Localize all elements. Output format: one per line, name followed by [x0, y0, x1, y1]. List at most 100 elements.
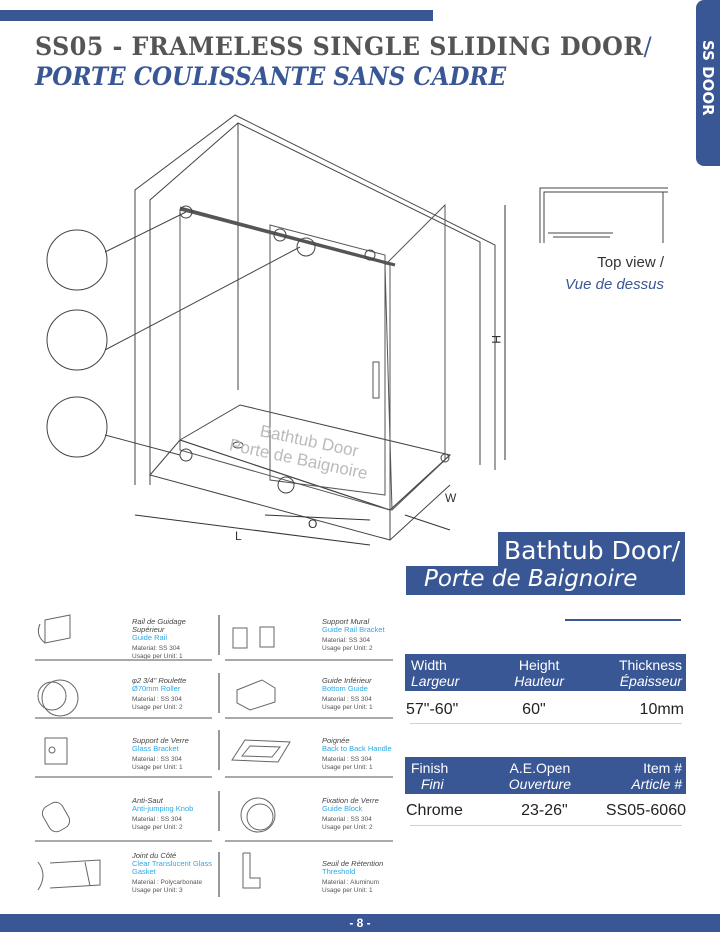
- part-name-en: Guide Rail Bracket: [322, 625, 385, 634]
- part-usage: Usage per Unit: 2: [322, 645, 373, 652]
- part-name-fr: Poignée: [322, 736, 350, 745]
- header-fr: Ouverture: [508, 776, 572, 792]
- part-usage: Usage per Unit: 2: [322, 824, 373, 831]
- header-en: Finish: [411, 760, 449, 776]
- top-view-diagram: [539, 187, 668, 243]
- row-underline: [410, 723, 682, 724]
- page-title-fr: PORTE COULISSANTE SANS CADRE: [35, 62, 507, 91]
- footer-bar: - 8 -: [0, 914, 720, 932]
- divider: [218, 791, 220, 831]
- header-fr: Largeur: [411, 673, 460, 689]
- header-en: Thickness: [618, 657, 682, 673]
- dim-o-label: O: [308, 517, 317, 531]
- rollers: [179, 205, 450, 494]
- part-material: Material : SS 304: [132, 696, 182, 703]
- part-usage: Usage per Unit: 1: [322, 704, 373, 711]
- part-name-en: Ø70mm Roller: [132, 684, 181, 693]
- part-name-en: Threshold: [322, 867, 356, 876]
- part-illustrations: [37, 614, 291, 891]
- row-underline: [410, 825, 682, 826]
- dimension-lines: [134, 205, 506, 546]
- part-material: Material : SS 304: [322, 816, 372, 823]
- divider: [35, 659, 212, 661]
- thickness-value: 10mm: [639, 701, 684, 718]
- category-label-en: Bathtub Door/: [498, 532, 685, 568]
- part-name-en: Guide Rail: [132, 633, 168, 642]
- part-name-fr: Seuil de Rétention: [322, 859, 384, 868]
- divider: [218, 852, 220, 897]
- part-name-en: Bottom Guide: [322, 684, 368, 693]
- top-view-label-en: Top view /: [597, 254, 664, 271]
- section-tab-label: SS DOOR: [699, 40, 717, 116]
- title-en: SS05 - FRAMELESS SINGLE SLIDING DOOR: [35, 32, 644, 61]
- dim-l-label: L: [235, 529, 242, 543]
- divider: [225, 776, 393, 778]
- anti-jumping-knob-icon: [41, 801, 71, 833]
- part-usage: Usage per Unit: 1: [132, 653, 183, 660]
- header-fr: Épaisseur: [619, 673, 682, 689]
- glass-gasket-icon: [37, 859, 101, 891]
- bottom-guide-icon: [236, 679, 276, 711]
- part-name-en: Anti-jumping Knob: [132, 804, 194, 813]
- glass-bracket-icon: [44, 737, 68, 765]
- part-name-fr: Fixation de Verre: [322, 796, 379, 805]
- header-fr: Article #: [631, 776, 682, 792]
- part-usage: Usage per Unit: 1: [132, 764, 183, 771]
- part-usage: Usage per Unit: 1: [322, 887, 373, 894]
- part-name-en: Glass Bracket: [132, 744, 179, 753]
- title-slash: /: [643, 32, 653, 61]
- divider: [35, 776, 212, 778]
- part-usage: Usage per Unit: 1: [322, 764, 373, 771]
- part-name-fr: Support de Verre: [132, 736, 189, 745]
- wall-outline: [134, 114, 496, 485]
- part-material: Material: SS 304: [132, 645, 181, 652]
- glass-panels: [179, 203, 446, 512]
- top-accent-bar: [0, 10, 433, 21]
- part-name-en: Guide Block: [322, 804, 363, 813]
- part-name-en: Back to Back Handle: [322, 744, 392, 753]
- part-usage: Usage per Unit: 2: [132, 704, 183, 711]
- part-material: Material : SS 304: [132, 816, 182, 823]
- part-name-fr: Anti-Saut: [132, 796, 163, 805]
- part-material: Material : SS 304: [132, 756, 182, 763]
- section-tab: SS DOOR: [696, 0, 720, 166]
- divider: [35, 840, 212, 842]
- part-name-fr: Joint du Côté: [132, 851, 177, 860]
- shower-diagram: H W L O Bathtub Door Porte de Baignoire: [46, 114, 506, 546]
- header-en: A.E.Open: [509, 760, 571, 776]
- col-item: Item #Article #: [631, 760, 682, 794]
- page-number: - 8 -: [349, 916, 371, 930]
- divider: [35, 717, 212, 719]
- part-material: Material : SS 304: [322, 756, 372, 763]
- divider: [225, 717, 393, 719]
- part-usage: Usage per Unit: 2: [132, 824, 183, 831]
- divider: [565, 619, 681, 621]
- divider: [218, 673, 220, 713]
- guide-rail-bracket-icon: [232, 626, 275, 649]
- threshold-icon: [242, 852, 261, 889]
- item-value: SS05-6060: [605, 802, 686, 819]
- page-title: SS05 - FRAMELESS SINGLE SLIDING DOOR/: [35, 32, 652, 61]
- guide-block-icon: [240, 797, 276, 833]
- divider: [218, 615, 220, 655]
- part-name-fr: φ2 3/4" Roulette: [132, 676, 187, 685]
- header-fr: Fini: [421, 776, 444, 792]
- spec-table-1-row: 57"-60" 60" 10mm: [406, 701, 686, 719]
- spec-table-2-row: Chrome 23-26" SS05-6060: [406, 802, 686, 820]
- header-en: Width: [411, 657, 447, 673]
- width-value: 57"-60": [406, 701, 459, 718]
- header-en: Height: [518, 657, 560, 673]
